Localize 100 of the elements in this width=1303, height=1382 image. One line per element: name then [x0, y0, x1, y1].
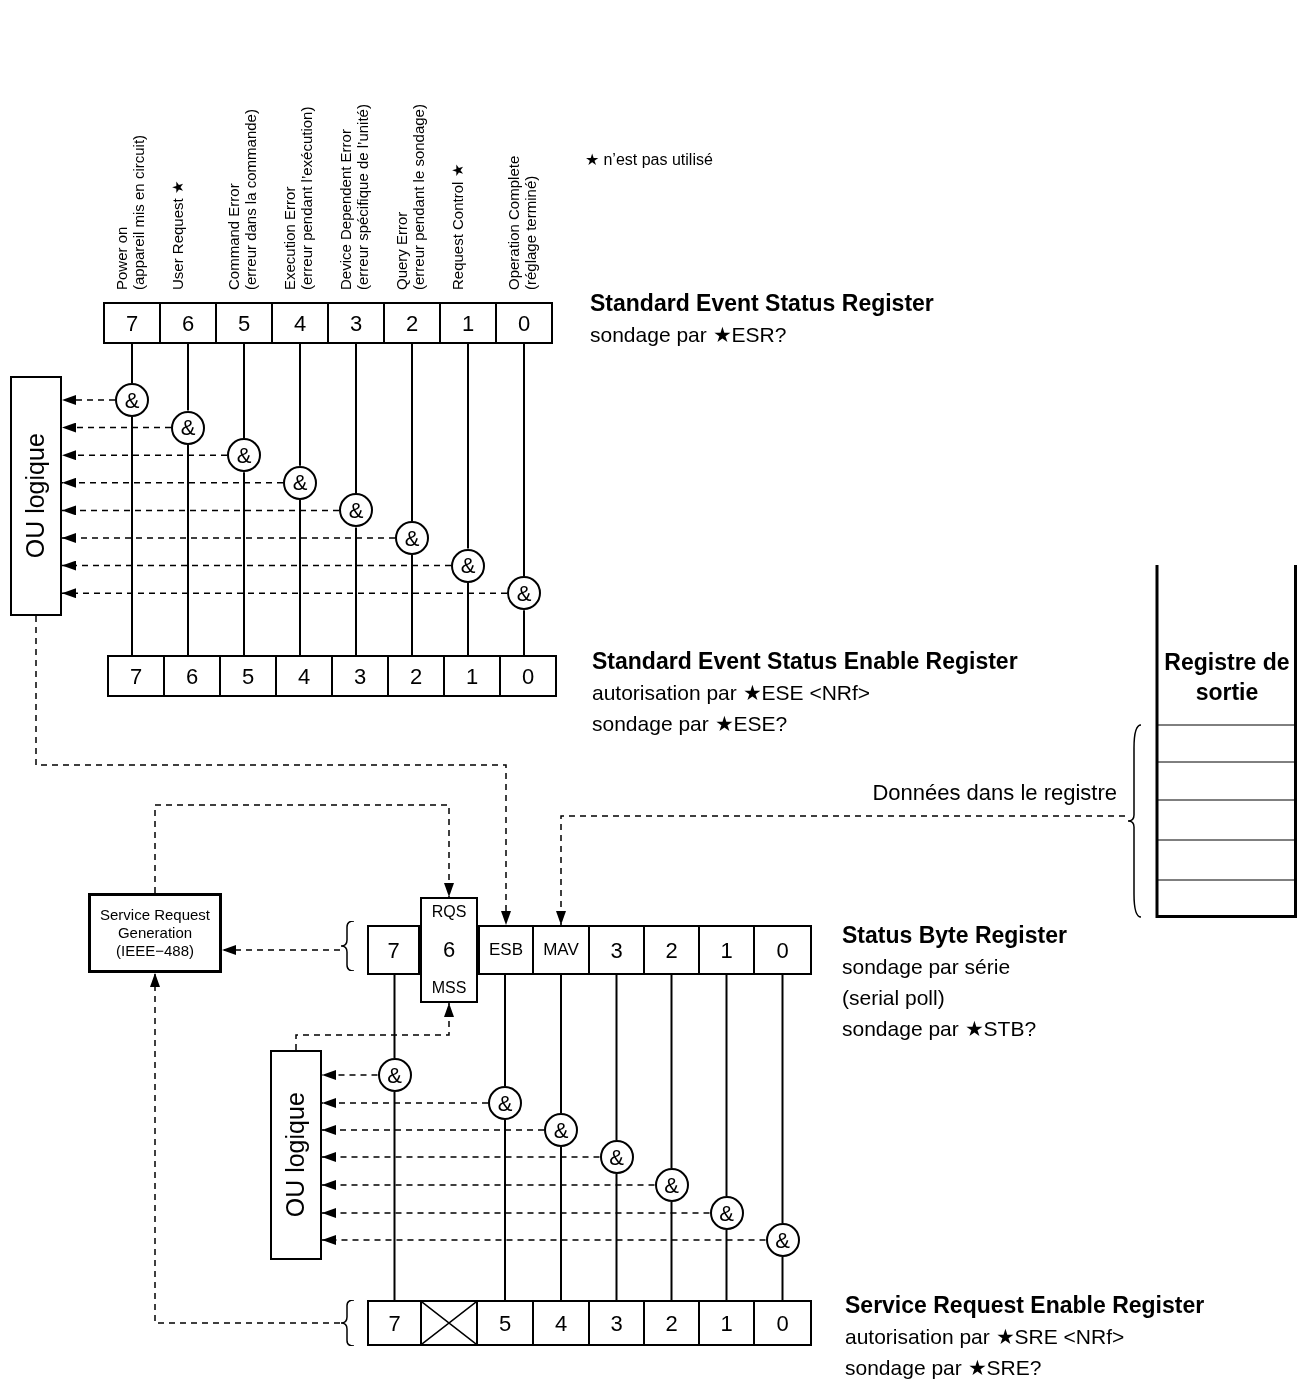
register-note: sondage par ★ESE? — [592, 711, 788, 737]
dashed-arrow — [35, 615, 511, 926]
bit-cell: 3 — [331, 655, 389, 697]
connector-line — [467, 581, 469, 656]
connector-line — [725, 1229, 728, 1301]
connector-line — [355, 526, 357, 656]
bit-cell: 1 — [698, 1300, 755, 1346]
bit-label: Power on — [113, 226, 130, 290]
dashed-arrow — [154, 804, 454, 898]
bit-label: (réglage terminé) — [522, 175, 539, 290]
bit-cell: 2 — [643, 1300, 700, 1346]
and-gate: & — [765, 1223, 800, 1257]
bit-cell: 3 — [588, 1300, 645, 1346]
bit-cell: 2 — [383, 302, 441, 344]
bit-cell: 3 — [588, 925, 645, 975]
bit-label: User Request ★ — [169, 181, 186, 290]
bit-label: (erreur pendant l’exécution) — [298, 106, 315, 290]
bit-cell: 4 — [271, 302, 329, 344]
dashed-arrow — [295, 1002, 454, 1051]
bit-label: (erreur pendant le sondage) — [410, 104, 427, 290]
bit-cell: 7 — [107, 655, 165, 697]
dashed-arrow — [61, 533, 396, 543]
connector-line — [243, 343, 245, 440]
connector-line — [355, 343, 357, 495]
and-gate: & — [171, 410, 205, 445]
register-title: Standard Event Status Register — [590, 289, 934, 318]
and-gate: & — [488, 1086, 522, 1120]
and-gate: & — [227, 438, 261, 473]
process-box: Service Request Generation (IEEE−488) — [88, 893, 222, 973]
dashed-arrow — [321, 1152, 601, 1162]
and-gate: & — [395, 521, 429, 555]
bit-label: (erreur dans la commande) — [242, 109, 259, 290]
crossed-cell — [420, 1300, 478, 1346]
bit-cell: 7 — [367, 1300, 422, 1346]
connector-line — [411, 554, 413, 656]
register-title: Service Request Enable Register — [845, 1291, 1205, 1320]
connector-line — [560, 1146, 562, 1301]
bit-cell: 5 — [219, 655, 277, 697]
connector-line — [299, 498, 301, 656]
register-note: autorisation par ★ESE <NRf> — [592, 680, 871, 706]
bit-cell: 6 — [163, 655, 221, 697]
register-note: sondage par ★SRE? — [845, 1355, 1042, 1381]
dashed-arrow — [321, 1208, 711, 1218]
bit-label: Command Error — [225, 183, 242, 290]
dashed-arrow — [321, 1235, 767, 1245]
connector-line — [523, 609, 525, 656]
connector-line — [187, 343, 189, 412]
bit-label: (appareil mis en circuit) — [130, 134, 147, 290]
connector-line — [393, 974, 396, 1059]
bit-label: Device Dependent Error — [337, 129, 354, 290]
dashed-arrow — [321, 1098, 489, 1108]
bit-cell: 7 — [367, 925, 420, 975]
register-note: (serial poll) — [842, 985, 945, 1011]
register-title: Status Byte Register — [842, 921, 1067, 950]
connector-line — [523, 343, 525, 578]
bit-label: Operation Complete — [505, 155, 522, 290]
dashed-arrow — [61, 560, 452, 571]
and-gate: & — [544, 1113, 578, 1147]
bit-cell: ESB — [478, 925, 534, 975]
dashed-arrow — [61, 450, 228, 461]
bit-label: Query Error — [393, 211, 410, 290]
connector-line — [504, 1119, 506, 1301]
bit-cell: 1 — [698, 925, 755, 975]
bit-cell: 5 — [215, 302, 273, 344]
connector-line — [781, 1256, 784, 1301]
dashed-arrow — [61, 477, 284, 488]
connector-line — [615, 1173, 618, 1301]
and-gate: & — [654, 1168, 689, 1202]
bit-cell: 5 — [476, 1300, 534, 1346]
connector-line — [411, 343, 413, 522]
bit-cell: RQS 6 MSS — [420, 897, 478, 1003]
and-gate: & — [377, 1058, 412, 1092]
connector-line — [467, 343, 469, 550]
or-block: OU logique — [10, 376, 62, 616]
connector-line — [781, 974, 784, 1224]
bit-cell: 1 — [443, 655, 501, 697]
connector-line — [393, 1091, 396, 1301]
and-gate: & — [283, 465, 317, 500]
bit-cell: 2 — [643, 925, 700, 975]
connector-line — [243, 471, 245, 656]
bit-cell: 0 — [753, 1300, 812, 1346]
and-gate: & — [599, 1140, 634, 1174]
connector-line — [504, 974, 506, 1087]
dashed-arrow — [150, 972, 341, 1324]
connector-line — [725, 974, 728, 1197]
connector-line — [187, 443, 189, 656]
footnote: ★ n’est pas utilisé — [585, 150, 713, 170]
bit-cell: 4 — [275, 655, 333, 697]
connector-line — [670, 974, 673, 1169]
register-heading: Registre de sortie — [1163, 648, 1291, 707]
bit-cell: 0 — [753, 925, 812, 975]
bit-cell: 0 — [495, 302, 553, 344]
register-title: Standard Event Status Enable Register — [592, 647, 1018, 676]
register-note: sondage par série — [842, 954, 1011, 980]
and-gate: & — [115, 383, 149, 417]
and-gate: & — [339, 493, 373, 528]
connector-line — [670, 1201, 673, 1301]
dashed-arrow — [61, 422, 172, 433]
register-note: autorisation par ★SRE <NRf> — [845, 1324, 1125, 1350]
connector-line — [299, 343, 301, 467]
